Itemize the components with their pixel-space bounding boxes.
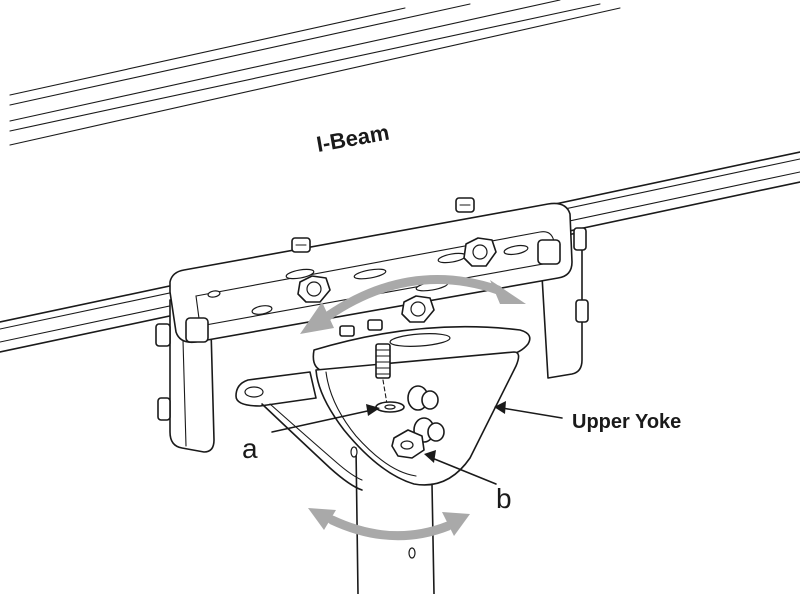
washer-a [375,401,405,413]
rotation-arrow-lower [308,508,470,541]
nut-left [297,275,331,303]
leader-a [271,404,380,433]
leader-b [424,450,497,485]
upper-yoke [235,325,531,491]
nut-b [391,429,425,459]
callout-a-label: a [242,433,258,464]
upper-yoke-label: Upper Yoke [572,411,681,433]
callout-b-label: b [496,483,512,514]
side-bolt-left [155,317,209,421]
side-bolt-right [537,227,589,323]
pole [350,446,435,594]
nut-right [463,237,497,267]
nut-center [401,295,435,323]
top-bolt-2 [455,197,475,213]
beam-clamp [155,197,589,453]
screw-upper [407,385,439,411]
rotation-arrow-upper [300,275,526,334]
i-beam-label: I-Beam [315,120,392,157]
leader-upper-yoke [494,401,563,419]
top-bolt-1 [291,237,311,253]
threaded-stud [375,343,391,405]
